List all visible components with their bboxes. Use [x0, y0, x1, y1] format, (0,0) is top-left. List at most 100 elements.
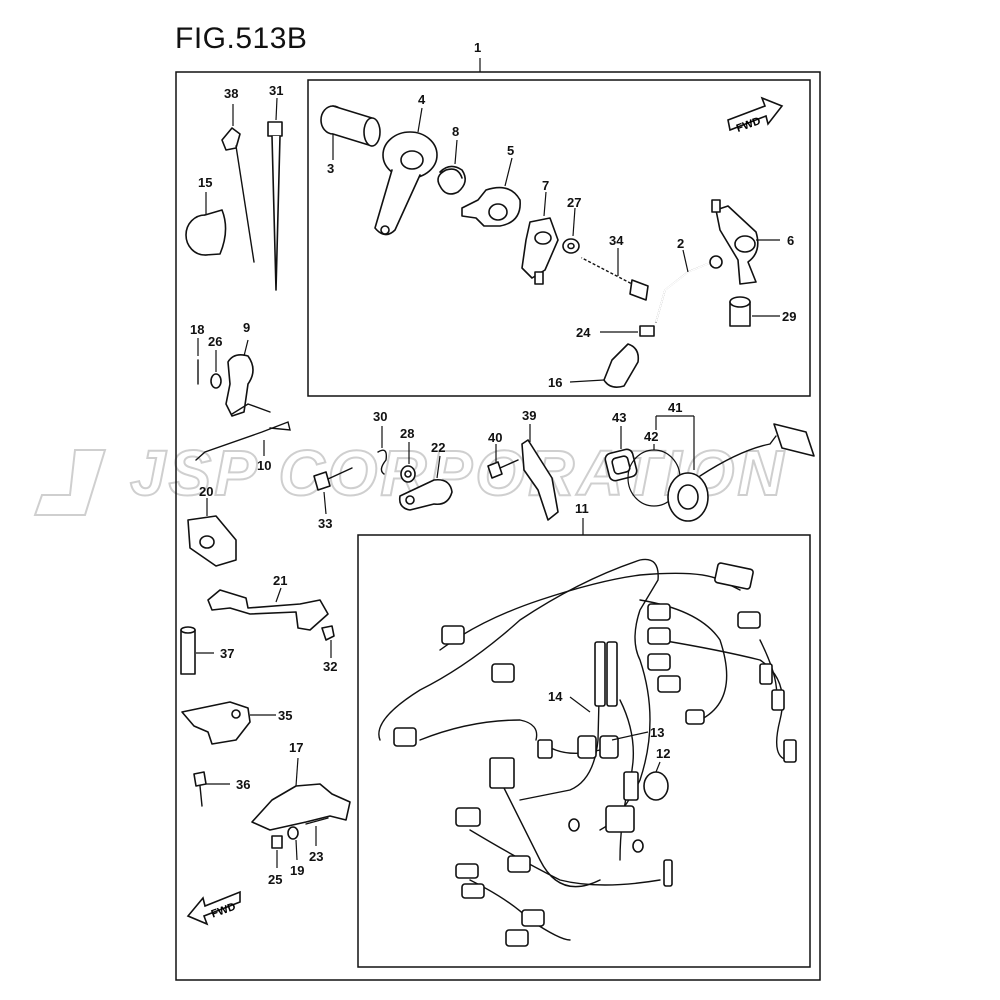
callout-29: 29	[782, 309, 796, 324]
callout-41: 41	[668, 400, 682, 415]
part-4-lever	[374, 107, 438, 236]
callout-6: 6	[787, 233, 794, 248]
part-34-bolt	[581, 248, 649, 301]
harness-connector	[455, 807, 481, 827]
part-3-collar	[320, 105, 381, 160]
callout-32: 32	[323, 659, 337, 674]
harness-connector	[491, 663, 515, 683]
harness-connector	[759, 663, 773, 685]
harness-connector	[461, 883, 485, 899]
part-35-plate	[181, 701, 276, 745]
callout-10: 10	[257, 458, 271, 473]
harness-connector	[577, 735, 597, 759]
part-32-screw	[321, 625, 335, 658]
callout-labels: 1 2 3 4 5 6 7 8 9 10 11 12 13 14 15 16 1…	[190, 40, 796, 887]
part-33-bolt	[313, 467, 353, 515]
harness-connector	[599, 735, 619, 759]
callout-31: 31	[269, 83, 283, 98]
harness-connector	[783, 739, 797, 763]
harness-connector	[647, 603, 671, 621]
callout-30: 30	[373, 409, 387, 424]
part-20-plate	[187, 498, 237, 567]
harness-connector	[537, 739, 553, 759]
callout-27: 27	[567, 195, 581, 210]
part-12-grommet	[643, 771, 669, 801]
part-2-rod	[655, 249, 723, 323]
callout-9: 9	[243, 320, 250, 335]
part-28-washer	[400, 442, 416, 483]
harness-connector	[505, 929, 529, 947]
harness-connector	[606, 641, 618, 707]
harness-box	[357, 534, 811, 968]
harness-connector	[737, 611, 761, 629]
callout-38: 38	[224, 86, 238, 101]
callout-20: 20	[199, 484, 213, 499]
part-25-nut	[271, 835, 283, 868]
callout-33: 33	[318, 516, 332, 531]
part-16-joint	[569, 343, 640, 388]
harness-connector	[455, 863, 479, 879]
callout-15: 15	[198, 175, 212, 190]
harness-connector	[489, 757, 515, 789]
part-26-washer	[210, 350, 222, 389]
part-22-lever	[398, 455, 453, 511]
harness-connector	[594, 641, 606, 707]
harness-connector	[663, 859, 673, 887]
callout-13: 13	[650, 725, 664, 740]
harness-connector	[647, 627, 671, 645]
part-8-spring	[437, 139, 466, 195]
linkage-box	[307, 79, 811, 397]
callout-42: 42	[644, 429, 658, 444]
callout-39: 39	[522, 408, 536, 423]
part-39-bracket	[521, 424, 559, 521]
callout-3: 3	[327, 161, 334, 176]
harness-connector	[714, 562, 754, 590]
part-17-bracket	[251, 757, 351, 831]
figure-title: FIG.513B	[175, 22, 308, 55]
harness-connector	[685, 709, 705, 725]
harness-connector	[521, 909, 545, 927]
callout-19: 19	[290, 863, 304, 878]
fwd-arrow-lower: FWD	[186, 890, 241, 926]
part-11-wiring-harness	[378, 558, 797, 947]
part-29-bushing	[729, 296, 780, 327]
part-30-clip	[377, 426, 388, 475]
part-10-rod	[195, 403, 291, 461]
harness-connector	[647, 653, 671, 671]
callout-21: 21	[273, 573, 287, 588]
callout-5: 5	[507, 143, 514, 158]
part-43-seal	[604, 426, 638, 482]
callout-18: 18	[190, 322, 204, 337]
part-7-bracket	[521, 191, 559, 285]
callout-34: 34	[609, 233, 624, 248]
callout-7: 7	[542, 178, 549, 193]
part-37-sleeve	[180, 626, 214, 675]
harness-connector	[605, 805, 635, 833]
callout-40: 40	[488, 430, 502, 445]
callout-23: 23	[309, 849, 323, 864]
harness-connector	[393, 727, 417, 747]
callout-26: 26	[208, 334, 222, 349]
part-27-washer	[562, 207, 580, 254]
harness-connector	[657, 675, 681, 693]
harness-connector	[623, 771, 639, 801]
fwd-arrow-upper: FWD	[727, 96, 784, 135]
callout-37: 37	[220, 646, 234, 661]
part-19-washer	[287, 826, 299, 861]
callout-4: 4	[418, 92, 426, 107]
part-21-bracket	[207, 587, 329, 631]
callout-17: 17	[289, 740, 303, 755]
part-23-stud	[305, 817, 329, 846]
callout-11: 11	[575, 501, 589, 516]
harness-connector	[507, 855, 531, 873]
callout-24: 24	[576, 325, 591, 340]
callout-1: 1	[474, 40, 481, 55]
callout-12: 12	[656, 746, 670, 761]
part-9-lever	[225, 339, 254, 417]
callout-36: 36	[236, 777, 250, 792]
harness-connector	[441, 625, 465, 645]
assembly-frame	[175, 71, 821, 981]
callout-28: 28	[400, 426, 414, 441]
part-41-grommet-connector	[655, 415, 815, 522]
